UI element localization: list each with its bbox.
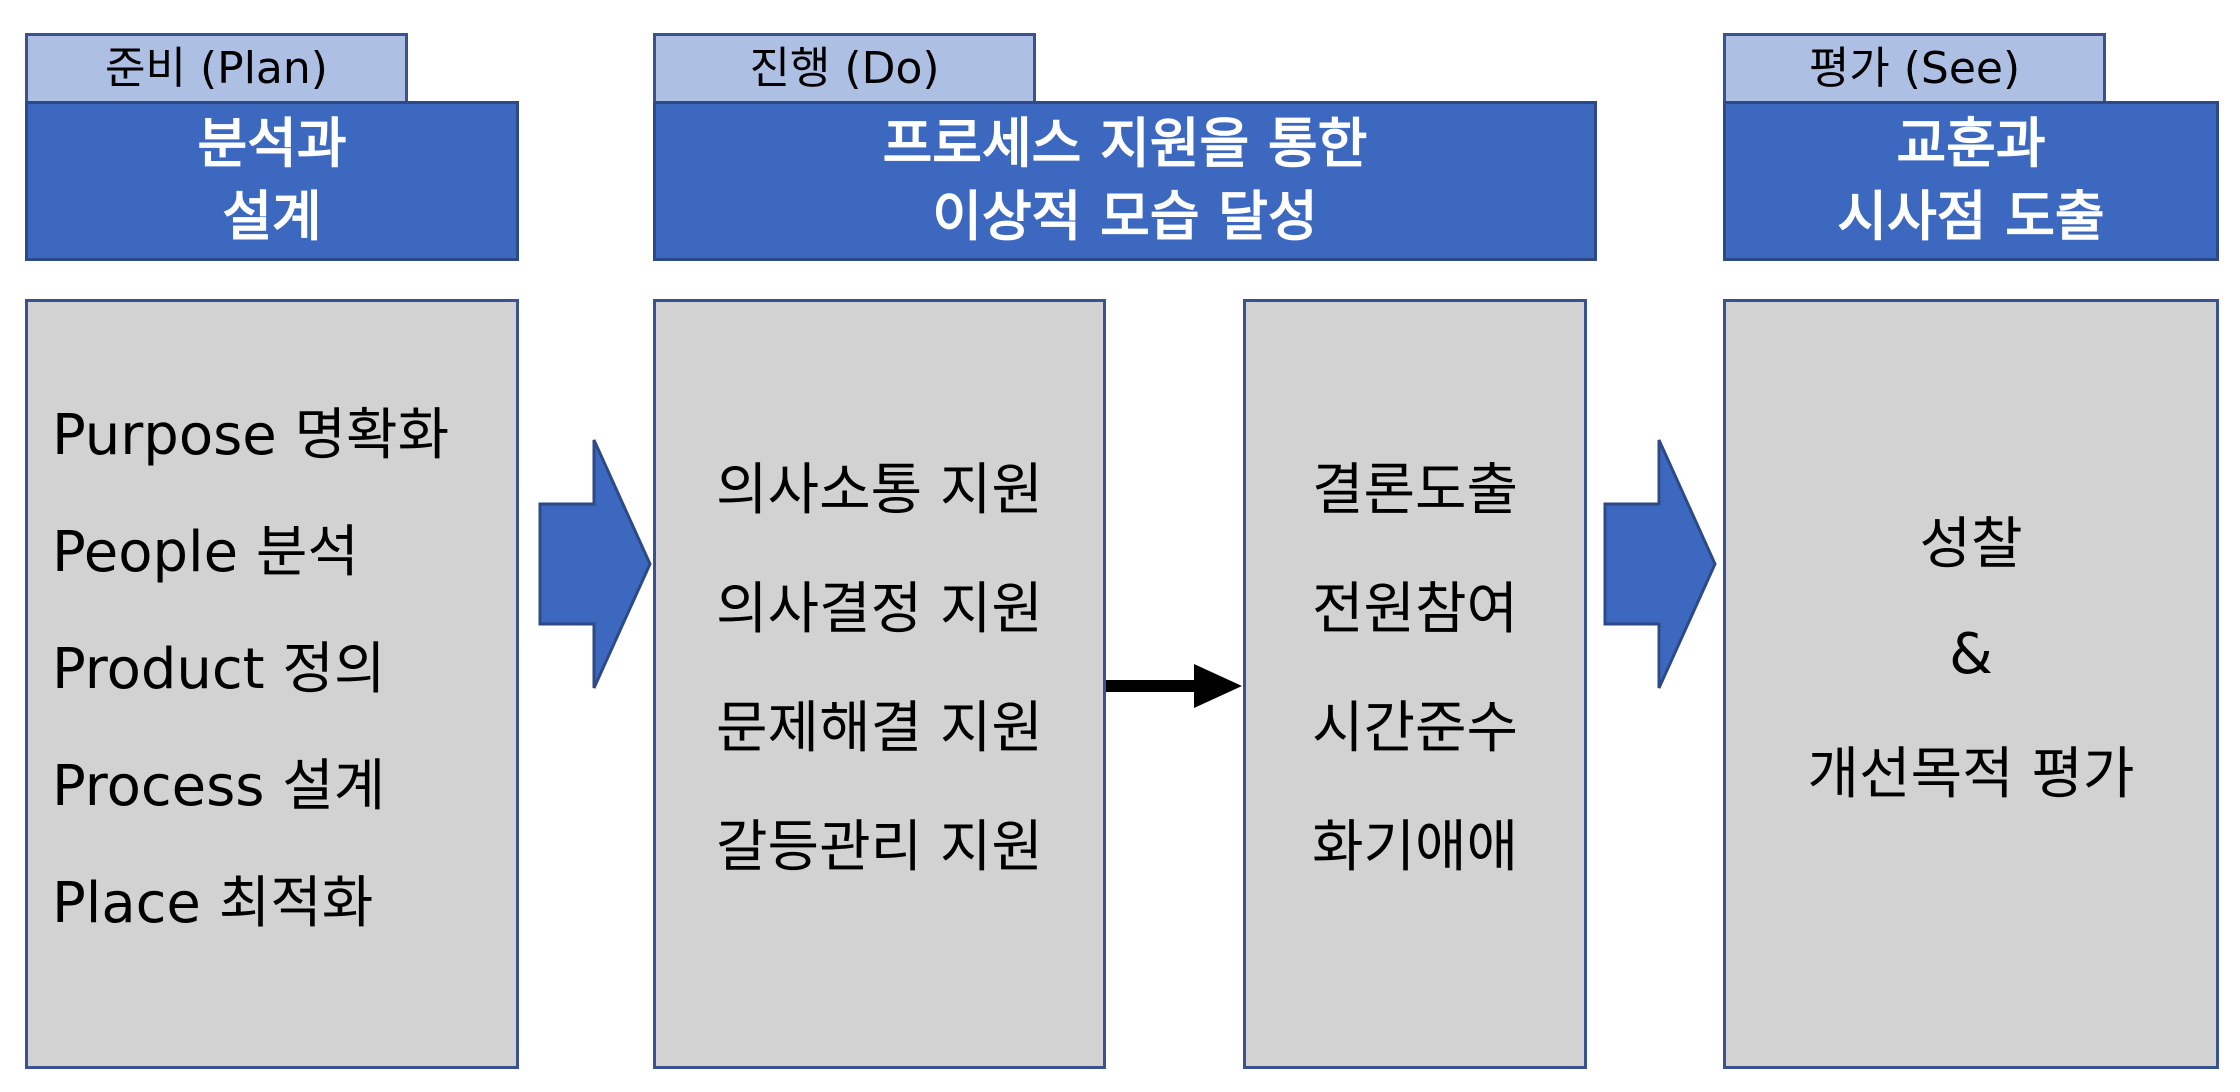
do-outcome-time: 시간준수: [1311, 696, 1519, 761]
see-banner-line-1: 교훈과: [1896, 112, 2046, 176]
do-support-decision: 의사결정 지원: [716, 577, 1043, 642]
see-item-improvement-eval: 개선목적 평가: [1807, 741, 2135, 807]
see-tab: 평가 (See): [1723, 33, 2106, 104]
do-outcome-participation: 전원참여: [1311, 577, 1519, 642]
do-to-see-arrow: [1603, 439, 1717, 689]
do-support-communication: 의사소통 지원: [716, 458, 1043, 523]
do-outcome-harmony: 화기애애: [1311, 815, 1519, 880]
do-support-conflict: 갈등관리 지원: [716, 815, 1043, 880]
plan-banner-line-1: 분석과: [197, 112, 347, 176]
do-tab: 진행 (Do): [653, 33, 1036, 104]
plan-items-box: Purpose 명확화 People 분석 Product 정의 Process…: [25, 299, 519, 1069]
see-item-ampersand: &: [1949, 621, 1993, 687]
plan-item-process: Process 설계: [52, 753, 386, 819]
do-tab-label: 진행 (Do): [749, 42, 940, 94]
plan-item-purpose: Purpose 명확화: [52, 402, 450, 468]
plan-tab: 준비 (Plan): [25, 33, 408, 104]
plan-item-product: Product 정의: [52, 636, 386, 702]
do-banner: 프로세스 지원을 통한 이상적 모습 달성: [653, 101, 1597, 261]
plan-to-do-arrow: [538, 439, 652, 689]
plan-banner-line-2: 설계: [222, 185, 322, 248]
do-support-problem-solving: 문제해결 지원: [716, 696, 1043, 761]
plan-banner: 분석과 설계: [25, 101, 519, 261]
see-banner-line-2: 시사점 도출: [1837, 185, 2105, 248]
see-tab-label: 평가 (See): [1808, 42, 2021, 94]
plan-tab-label: 준비 (Plan): [105, 42, 328, 94]
do-outcome-conclusion: 결론도출: [1311, 458, 1519, 523]
support-to-outcome-arrow: [1106, 664, 1242, 708]
do-support-box: 의사소통 지원 의사결정 지원 문제해결 지원 갈등관리 지원: [653, 299, 1106, 1069]
see-item-reflection: 성찰: [1919, 511, 2023, 577]
see-items-box: 성찰 & 개선목적 평가: [1723, 299, 2219, 1069]
plan-item-place: Place 최적화: [52, 870, 374, 936]
do-banner-line-1: 프로세스 지원을 통한: [882, 112, 1368, 176]
do-banner-line-2: 이상적 모습 달성: [932, 185, 1318, 248]
plan-item-people: People 분석: [52, 519, 359, 585]
see-banner: 교훈과 시사점 도출: [1723, 101, 2219, 261]
do-outcome-box: 결론도출 전원참여 시간준수 화기애애: [1243, 299, 1587, 1069]
